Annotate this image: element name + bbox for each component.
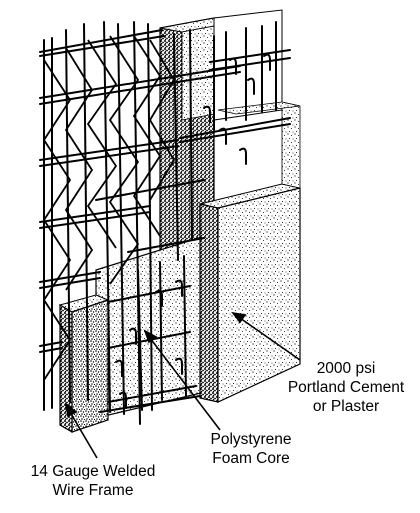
wire-label-line-2: Wire Frame: [52, 482, 134, 499]
cement-label-line-2: Portland Cement: [287, 379, 405, 396]
cement-layer-label: 2000 psi Portland Cement or Plaster: [276, 359, 416, 416]
cement-label-line-1: 2000 psi: [316, 360, 376, 377]
foam-core-label: Polystyrene Foam Core: [186, 430, 316, 468]
cement-label-line-3: or Plaster: [312, 398, 380, 415]
wire-frame-truss-diagonals: [43, 35, 175, 381]
foam-label-line-2: Foam Core: [212, 450, 290, 467]
wire-frame-label: 14 Gauge Welded Wire Frame: [4, 462, 182, 500]
wire-frame-clips: [115, 53, 271, 409]
callout-arrows: [64, 311, 301, 459]
foam-label-line-1: Polystyrene: [210, 431, 292, 448]
wire-frame-vertical-rods: [43, 21, 277, 425]
wire-frame-horizontal-rods: [39, 29, 291, 413]
cement-layer-slab: [199, 101, 301, 403]
wire-label-line-1: 14 Gauge Welded: [30, 463, 156, 480]
